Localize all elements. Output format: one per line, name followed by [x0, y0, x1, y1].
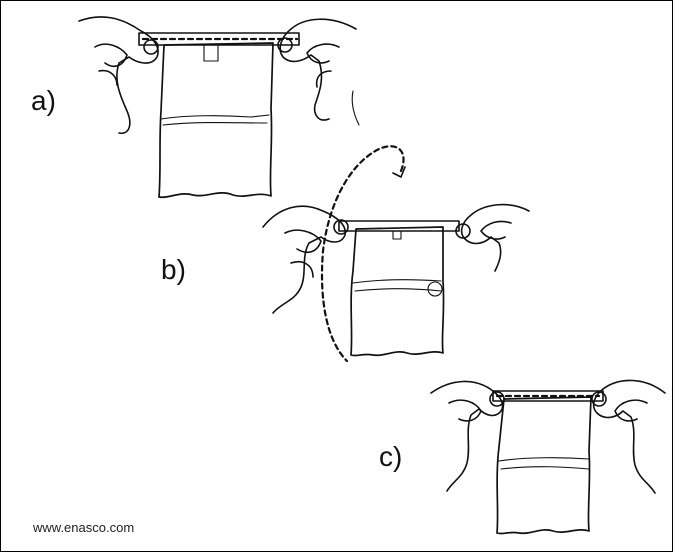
step-a-illustration: [79, 17, 359, 197]
step-b-illustration: [263, 146, 529, 361]
bag-a: [159, 43, 273, 197]
step-c-illustration: [431, 380, 665, 533]
bag-b: [351, 227, 444, 356]
bag-c: [497, 397, 591, 534]
